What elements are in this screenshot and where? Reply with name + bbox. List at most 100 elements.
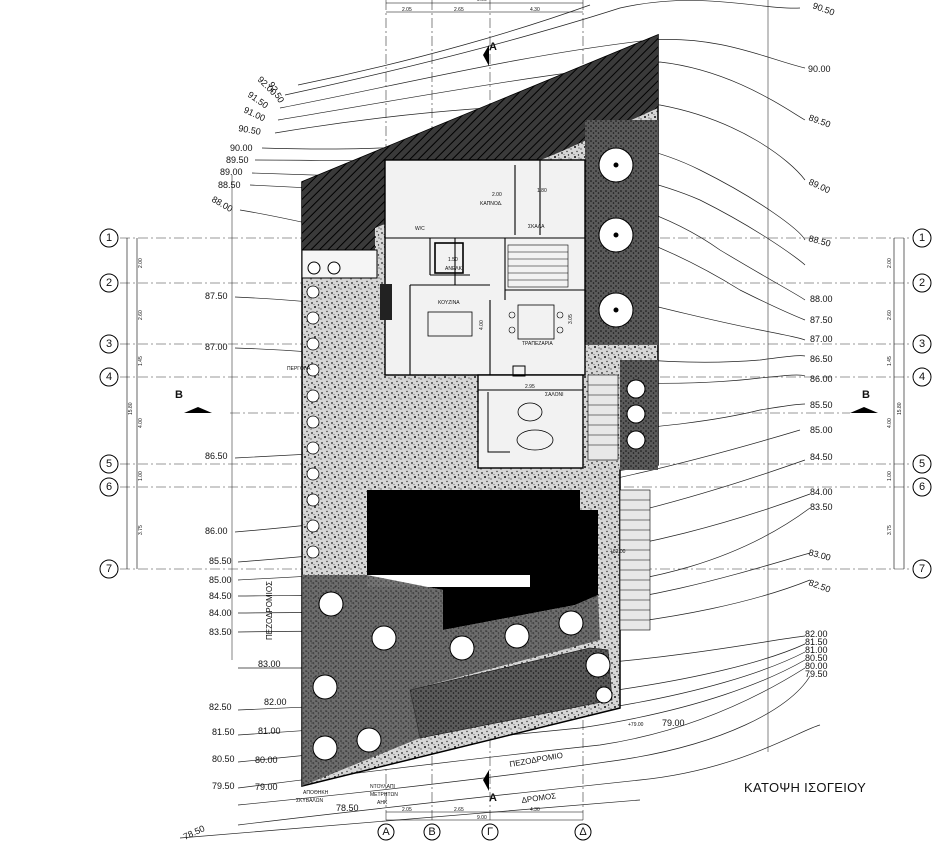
lvl-r-13: 84.00: [810, 487, 833, 497]
lvl-l-10: 87.50: [205, 291, 228, 301]
lvl-r-5: 88.00: [810, 294, 833, 304]
row-dim-1-left: 2.00: [138, 258, 144, 268]
lvl-r-15: 83.00: [807, 547, 831, 562]
room-living: ΣΑΛΟΝΙ: [545, 392, 564, 398]
col-label-g: Γ: [487, 826, 493, 838]
misc-dim-5: 3.05: [568, 314, 574, 324]
row-label-5-left: 5: [106, 458, 112, 470]
lvl-r-2: 89.50: [807, 112, 832, 129]
lvl-l-13: 86.00: [205, 526, 228, 536]
col-dim-1-top: 2.05: [402, 7, 412, 13]
lvl-l-9: 88.00: [210, 194, 235, 214]
lvl-r-8: 86.50: [810, 354, 833, 364]
row-label-1-right: 1: [919, 232, 925, 244]
row-label-1-left: 1: [106, 232, 112, 244]
lvl-r-20: 80.50: [805, 653, 828, 663]
drawing-title: ΚΑΤΟΨΗ ΙΣΟΓΕΙΟΥ: [744, 780, 867, 795]
lvl-l-21: 82.00: [264, 697, 287, 707]
lvl-r-19: 81.00: [805, 645, 828, 655]
lvl-l-26: 79.50: [212, 781, 235, 791]
row-label-3-left: 3: [106, 338, 112, 350]
col-label-b: Β: [428, 826, 435, 838]
pergola-posts: [306, 285, 320, 559]
room-lift: ΑΝΕΛΚ.: [445, 266, 463, 272]
lvl-l-22: 81.50: [212, 727, 235, 737]
lvl-r-0: 90.50: [811, 0, 836, 17]
house-footprint: [301, 159, 651, 631]
row-label-7-left: 7: [106, 563, 112, 575]
lvl-l-16: 84.50: [209, 591, 232, 601]
col-axis-labels: Α Β Γ Δ: [382, 826, 587, 838]
lvl-l-6: 89.50: [226, 155, 249, 165]
row-label-4-right: 4: [919, 371, 925, 383]
dimension-lines: [126, 2, 905, 821]
lvl-r-21: 80.00: [805, 661, 828, 671]
room-labels: ΚΟΥΖΙΝΑ ΤΡΑΠΕΖΑΡΙΑ ΣΑΛΟΝΙ ΚΑΠΝΟΔ. ΣΚΑΛΑ …: [287, 188, 644, 728]
lvl-r-16: 82.50: [807, 577, 832, 594]
misc-dim-6: 2.95: [525, 384, 535, 390]
lvl-r-23: 79.00: [662, 718, 685, 728]
lvl-r-12: 84.50: [810, 452, 833, 462]
lvl-r-9: 86.00: [810, 374, 833, 384]
sidewalk-bottom-label: ΠΕΖΟΔΡΟΜΙΟ: [509, 751, 564, 769]
row-dim-5-right: 1.00: [887, 471, 893, 481]
row-dim-6-right: 3.75: [887, 525, 893, 535]
col-total-top: 9.00: [477, 0, 487, 3]
section-a-top: A: [489, 41, 497, 53]
col-dim-2-top: 2.65: [454, 7, 464, 13]
lvl-l-14: 85.50: [209, 556, 232, 566]
lvl-r-6: 87.50: [810, 315, 833, 325]
lvl-l-18: 83.50: [209, 627, 232, 637]
row-dim-3-left: 1.45: [138, 356, 144, 366]
row-dim-4-left: 4.00: [138, 418, 144, 428]
meter-label-c: ΑΗΚ: [377, 800, 388, 806]
lvl-r-1: 90.00: [808, 64, 831, 74]
lvl-l-25: 80.00: [255, 755, 278, 765]
row-axis-labels: 1 2 3 4 5 6 7 1 2 3 4 5 6 7: [106, 232, 925, 575]
col-dim-3-bottom: 4.30: [530, 807, 540, 813]
lvl-l-27: 79.00: [255, 782, 278, 792]
lvl-l-23: 81.00: [258, 726, 281, 736]
section-b-right: B: [862, 389, 870, 401]
misc-dim-1: 2.00: [492, 192, 502, 198]
section-b-left: B: [175, 389, 183, 401]
frame-lines: [231, 0, 769, 752]
row-dim-4-right: 4.00: [887, 418, 893, 428]
swimming-pool: [367, 490, 598, 630]
lvl-r-3: 89.00: [807, 177, 832, 196]
lower-lawn: [409, 647, 613, 739]
lvl-l-8: 88.50: [218, 180, 241, 190]
col-label-d: Δ: [579, 826, 587, 838]
row-label-7-right: 7: [919, 563, 925, 575]
misc-dim-2: 1.80: [537, 188, 547, 194]
row-label-2-right: 2: [919, 277, 925, 289]
dimension-texts: 9.00 2.05 2.65 4.30 2.05 2.65 4.30 9.00 …: [128, 0, 903, 821]
row-label-6-right: 6: [919, 481, 925, 493]
storage-label-b: ΣΚΥΒΑΛΩΝ: [296, 798, 324, 804]
room-bath: W/C: [415, 226, 425, 232]
lvl-l-28: 78.50: [336, 803, 359, 813]
lvl-r-11: 85.00: [810, 425, 833, 435]
row-label-2-left: 2: [106, 277, 112, 289]
lvl-l-5: 90.00: [230, 143, 253, 153]
lvl-l-4: 90.50: [238, 123, 262, 137]
misc-dim-4: 4.00: [479, 320, 485, 330]
lvl-l-19: 83.00: [258, 659, 281, 669]
trees: [307, 147, 646, 761]
row-label-5-right: 5: [919, 458, 925, 470]
col-dim-2-bottom: 2.65: [454, 807, 464, 813]
row-label-6-left: 6: [106, 481, 112, 493]
lvl-l-20: 82.50: [209, 702, 232, 712]
row-total-left: 15.80: [128, 402, 134, 415]
road-label: ΔΡΟΜΟΣ: [521, 791, 557, 805]
col-dim-1-bottom: 2.05: [402, 807, 412, 813]
misc-dim-3: 1.50: [448, 257, 458, 263]
row-label-4-left: 4: [106, 371, 112, 383]
col-dim-3-top: 4.30: [530, 7, 540, 13]
room-kitchen: ΚΟΥΖΙΝΑ: [438, 300, 460, 306]
lvl-r-4: 88.50: [807, 233, 831, 248]
lvl-r-17: 82.00: [805, 629, 828, 639]
lvl-l-12: 86.50: [205, 451, 228, 461]
lvl-r-14: 83.50: [810, 502, 833, 512]
